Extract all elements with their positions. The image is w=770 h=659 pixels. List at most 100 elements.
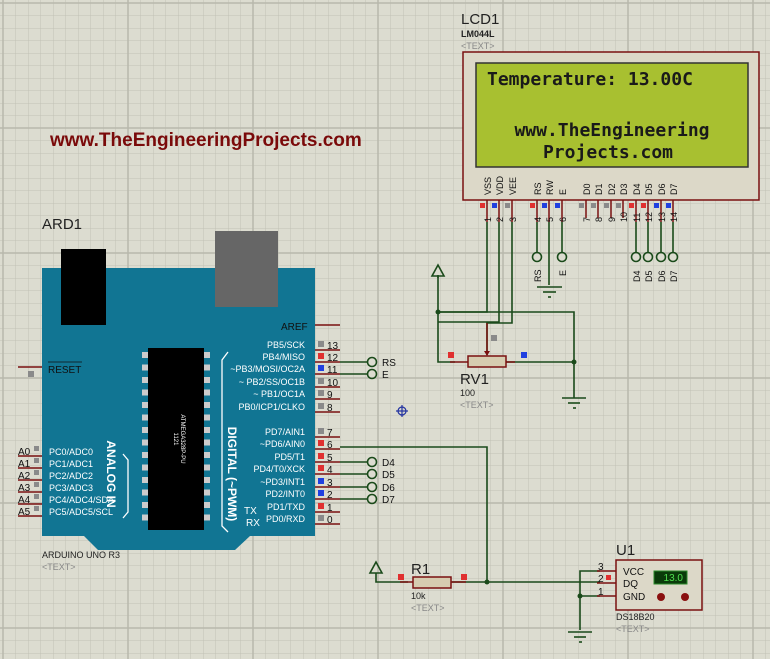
chip-pin xyxy=(204,352,210,358)
terminal-e[interactable]: E xyxy=(556,251,569,277)
lcd-pin-number: 12 xyxy=(644,212,654,222)
terminal-label: D6 xyxy=(657,270,667,282)
arduino-uno-component[interactable]: ARD1 1121 ATMEGA328P-PU ANALOG IN DIGITA… xyxy=(18,216,340,572)
terminal-d5[interactable]: D5 xyxy=(340,468,395,482)
digital-pin-name: PD2/INT0 xyxy=(265,489,305,499)
lcd-pin-name: D3 xyxy=(619,183,629,195)
u1-body xyxy=(615,559,703,611)
digital-pin-name: PD5/T1 xyxy=(274,452,305,462)
terminal-d7[interactable]: D7 xyxy=(340,493,395,507)
lcd-screen xyxy=(475,62,749,168)
lcd-pin-rs[interactable]: RS4 xyxy=(530,182,543,222)
pin-state-red xyxy=(606,575,611,580)
terminal-label: D5 xyxy=(382,470,395,481)
pin-state-red xyxy=(461,574,467,580)
chip-pin xyxy=(204,514,210,521)
ground-icon xyxy=(562,397,586,409)
lcd-pin-number: 14 xyxy=(669,212,679,222)
terminal-e[interactable]: E xyxy=(340,368,389,382)
terminal-rs[interactable]: RS xyxy=(340,356,396,370)
lcd-pin-number: 9 xyxy=(607,217,617,222)
lcd-pin-d2[interactable]: D29 xyxy=(604,183,617,222)
increase-temp-button[interactable] xyxy=(681,593,689,601)
terminal-d4[interactable]: D4 xyxy=(630,251,643,283)
u1-pin-gnd: GND xyxy=(623,592,645,603)
lcd-pin-d0[interactable]: D07 xyxy=(579,183,592,222)
decrease-temp-button[interactable] xyxy=(657,593,665,601)
digital-pin-number: 10 xyxy=(327,378,339,389)
lcd-pin-e[interactable]: E6 xyxy=(555,189,568,222)
potentiometer-rv1[interactable]: RV1 100 <TEXT> xyxy=(448,323,527,410)
lcd-pin-rw[interactable]: RW5 xyxy=(542,180,555,222)
ds18b20-sensor[interactable]: U1 3 2 1 VCC DQ GND 13.0 DS18B20 <TEXT> xyxy=(597,542,703,634)
terminal-d6[interactable]: D6 xyxy=(340,481,395,495)
digital-pin-number: 9 xyxy=(327,390,333,401)
lcd-line-4: Projects.com xyxy=(543,142,673,163)
terminal-label: RS xyxy=(533,269,543,282)
lcd-pin-name: D6 xyxy=(657,183,667,195)
lcd-text-placeholder: <TEXT> xyxy=(461,41,495,51)
atmega-chip xyxy=(148,348,204,530)
terminal-rs[interactable]: RS xyxy=(531,251,544,283)
analog-pin-number: A5 xyxy=(18,507,31,518)
u1-ref: U1 xyxy=(616,542,635,559)
pin-state-grey xyxy=(616,203,621,208)
lcd-pin-name: VSS xyxy=(483,177,493,195)
digital-pin-number: 8 xyxy=(327,403,333,414)
terminal-d5[interactable]: D5 xyxy=(642,251,655,283)
digital-pin-number: 3 xyxy=(327,478,333,489)
terminal-d7[interactable]: D7 xyxy=(667,251,680,283)
lcd-pin-name: VEE xyxy=(508,177,518,195)
lcd-ref: LCD1 xyxy=(461,11,499,28)
terminal-d6[interactable]: D6 xyxy=(655,251,668,283)
rv1-text-placeholder: <TEXT> xyxy=(460,400,494,410)
digital-pin-name: PB5/SCK xyxy=(267,340,305,350)
lcd-component[interactable]: LCD1 LM044L <TEXT> Temperature: 13.00C w… xyxy=(461,11,760,222)
digital-bracket xyxy=(221,351,229,533)
terminal-d4[interactable]: D4 xyxy=(340,456,395,470)
pin-state-red xyxy=(530,203,535,208)
lcd-part: LM044L xyxy=(461,29,495,39)
lcd-pin-d1[interactable]: D18 xyxy=(591,183,604,222)
pin-state-red xyxy=(480,203,485,208)
junction-dot xyxy=(484,579,490,585)
resistor-r1[interactable]: R1 10k <TEXT> xyxy=(398,561,467,613)
chip-label-2: ATMEGA328P-PU xyxy=(179,414,185,463)
lcd-pin-name: RS xyxy=(533,182,543,195)
chip-pin xyxy=(142,364,148,371)
r1-value: 10k xyxy=(411,591,426,601)
terminal-label: D7 xyxy=(669,270,679,282)
pin-state-grey xyxy=(491,335,497,341)
arduino-text-placeholder: <TEXT> xyxy=(42,562,76,572)
